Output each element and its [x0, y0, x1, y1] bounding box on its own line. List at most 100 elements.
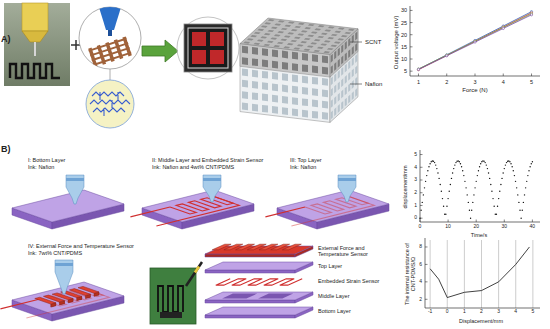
lattice-hole — [348, 83, 350, 92]
data-point — [505, 164, 506, 165]
middle-layer-step — [130, 190, 254, 229]
tick-mark — [420, 167, 423, 168]
lattice-hole — [252, 104, 258, 112]
tick-mark — [425, 281, 428, 282]
external-sensor-layer — [205, 244, 313, 257]
lattice-hole — [284, 25, 291, 27]
lattice-hole — [242, 91, 248, 99]
device-photo — [195, 267, 199, 273]
lattice-hole — [334, 96, 336, 105]
device-photo — [186, 262, 202, 286]
lattice-hole — [331, 99, 333, 108]
tick-label: 40 — [530, 224, 536, 230]
sensor-photo — [177, 17, 239, 79]
lattice-hole — [317, 47, 324, 49]
tick-label: 20 — [401, 32, 407, 38]
lattice-hole — [322, 89, 328, 97]
lattice-hole — [338, 59, 340, 68]
tick-mark — [420, 218, 423, 219]
data-point — [513, 170, 514, 171]
data-point — [491, 191, 492, 192]
lattice-hole — [278, 20, 285, 22]
sensor-photo — [210, 32, 224, 46]
tick-label: 4 — [514, 309, 517, 315]
lattice-hole — [292, 109, 298, 117]
tick-label: 25 — [401, 20, 407, 26]
grid-line — [498, 240, 499, 308]
lattice-hole — [297, 34, 304, 36]
data-point — [452, 172, 453, 173]
tick-label: 1 — [463, 309, 466, 315]
data-point — [522, 210, 523, 211]
tick-label: 4 — [419, 279, 422, 285]
ink-label: Ink: Nafion — [28, 164, 54, 170]
nozzle-body — [203, 175, 221, 202]
data-point — [480, 163, 481, 164]
lattice-hole — [331, 88, 333, 97]
lattice-hole — [292, 52, 298, 60]
sensor-lead — [0, 299, 40, 309]
lattice-hole — [307, 46, 314, 48]
sensor-photo — [192, 32, 206, 46]
lattice-hole — [327, 37, 334, 39]
lattice-hole — [271, 27, 278, 29]
tick-mark — [410, 59, 413, 60]
grid-line — [481, 240, 482, 308]
data-line — [418, 12, 531, 70]
lattice-hole — [331, 111, 333, 120]
lattice-hole — [312, 66, 318, 74]
lattice-hole — [318, 25, 325, 27]
layer-top — [205, 307, 313, 315]
lattice-hole — [317, 36, 324, 38]
data-point — [433, 161, 434, 162]
axis-title: Force (N) — [462, 87, 487, 94]
lattice-hole — [261, 26, 268, 28]
data-point — [497, 206, 498, 207]
data-point — [481, 161, 482, 162]
lattice-hole — [270, 38, 277, 40]
tick-label: 2 — [419, 297, 422, 303]
lattice-hole — [262, 82, 268, 90]
lattice-hole — [250, 35, 257, 37]
tick-mark — [425, 264, 428, 265]
tick-mark — [446, 74, 447, 77]
lattice-hole — [262, 60, 268, 68]
data-point — [492, 198, 493, 199]
printer-photo — [4, 3, 70, 86]
layer-label: Middle Layer — [318, 293, 350, 299]
layer-side — [205, 315, 295, 318]
data-point — [514, 175, 515, 176]
data-point — [509, 161, 510, 162]
tick-mark — [420, 180, 423, 181]
lattice-hole — [268, 19, 275, 21]
tick-mark — [418, 74, 419, 77]
tick-label: 1 — [414, 203, 417, 209]
lattice-hole — [334, 51, 336, 60]
tick-mark — [503, 74, 504, 77]
lattice-hole — [283, 46, 290, 48]
data-marker — [502, 27, 504, 29]
nozzle-zoom — [110, 69, 111, 80]
lattice-hole — [334, 31, 341, 33]
tick-label: 1 — [417, 79, 420, 85]
data-point — [479, 166, 480, 167]
tick-label: 6 — [419, 262, 422, 268]
data-point — [496, 213, 497, 214]
data-point — [438, 178, 439, 179]
nozzle-zoom — [88, 36, 132, 67]
nozzle-band — [66, 178, 84, 181]
data-point — [420, 210, 421, 211]
lattice-hole — [252, 81, 258, 89]
lattice-hole — [314, 28, 321, 30]
lattice-hole — [322, 55, 328, 63]
lattice-hole — [323, 51, 330, 53]
lattice-hole — [324, 30, 331, 32]
tick-mark — [410, 46, 413, 47]
lattice-hole — [345, 98, 347, 107]
data-point — [419, 217, 420, 218]
lattice-hole — [267, 41, 274, 43]
lattice-hole — [345, 41, 347, 50]
data-point — [458, 160, 459, 161]
lattice-hole — [311, 32, 318, 34]
data-point — [442, 198, 443, 199]
